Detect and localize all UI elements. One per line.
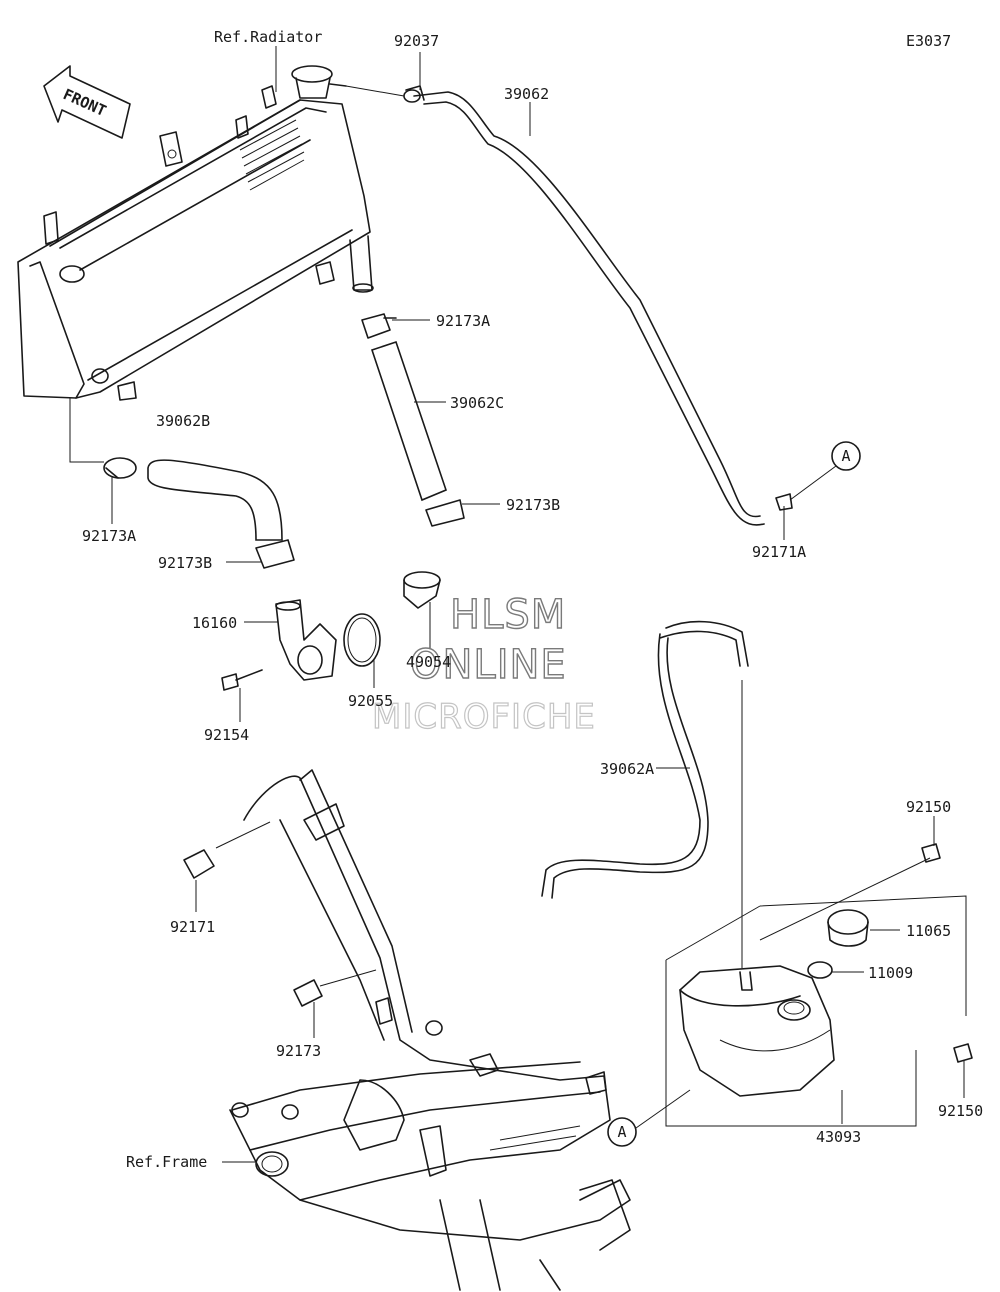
- part-label-92173A: 92173A: [436, 312, 490, 330]
- watermark-line-1: HLSM: [450, 592, 566, 638]
- part-label-92171A: 92171A: [752, 543, 806, 561]
- part-label-92173: 92173: [276, 1042, 321, 1060]
- part-label-39062A: 39062A: [600, 760, 654, 778]
- clamp-92173A-left: [103, 457, 137, 479]
- hose-39062A: [541, 620, 749, 899]
- clamp-92171: [183, 849, 215, 879]
- part-label-39062: 39062: [504, 85, 549, 103]
- watermark: HLSM ONLINE MICROFICHE: [371, 591, 596, 737]
- radiator: [17, 65, 374, 401]
- part-label-39062C: 39062C: [450, 394, 504, 412]
- leader-lines: [69, 46, 965, 1163]
- radiator-cap: [291, 65, 333, 83]
- thermostat-49054: [403, 571, 441, 609]
- front-arrow-icon: FRONT: [43, 65, 131, 139]
- watermark-line-3: MICROFICHE: [372, 697, 596, 737]
- part-label-92173B: 92173B: [506, 496, 560, 514]
- bolt-92154: [221, 669, 263, 691]
- part-label-92154: 92154: [204, 726, 249, 744]
- clamp-92037: [403, 85, 425, 103]
- bolt-92150-top: [921, 843, 941, 863]
- callout-a-bottom: A: [607, 1117, 637, 1147]
- part-label-49054: 49054: [406, 653, 451, 671]
- ref-radiator-label: Ref.Radiator: [214, 28, 322, 46]
- part-label-92173A: 92173A: [82, 527, 136, 545]
- diagram-code: E3037: [906, 32, 951, 50]
- hose-39062B: [147, 459, 283, 541]
- frame: [229, 769, 631, 1291]
- bolt-92150-bottom: [953, 1043, 973, 1063]
- hose-39062: [413, 91, 761, 518]
- gasket-11009: [807, 961, 833, 979]
- clamp-92173B-left: [255, 539, 295, 569]
- part-label-92150: 92150: [906, 798, 951, 816]
- o-ring-92055: [343, 613, 381, 667]
- reservoir-cap-11065: [827, 909, 869, 947]
- clamp-92173A-top: [361, 313, 397, 339]
- part-label-92055: 92055: [348, 692, 393, 710]
- hose-39062C: [370, 340, 447, 502]
- frame-steering-head: [255, 1151, 289, 1177]
- clamp-92171A: [775, 493, 793, 511]
- part-label-11065: 11065: [906, 922, 951, 940]
- clamp-92173: [293, 979, 323, 1007]
- thermostat-housing: [275, 599, 337, 681]
- part-label-43093: 43093: [816, 1128, 861, 1146]
- part-label-11009: 11009: [868, 964, 913, 982]
- part-label-39062B: 39062B: [156, 412, 210, 430]
- ref-frame-label: Ref.Frame: [126, 1153, 207, 1171]
- clamp-92173B-right: [425, 499, 465, 527]
- part-label-16160: 16160: [192, 614, 237, 632]
- callout-a-label: A: [617, 1123, 626, 1141]
- part-label-92171: 92171: [170, 918, 215, 936]
- callout-a-label: A: [841, 447, 850, 465]
- part-label-92037: 92037: [394, 32, 439, 50]
- part-label-92173B: 92173B: [158, 554, 212, 572]
- callout-a-top: A: [831, 441, 861, 471]
- part-label-92150: 92150: [938, 1102, 983, 1120]
- radiator-fins: [239, 119, 305, 191]
- watermark-line-2: ONLINE: [410, 642, 567, 688]
- reservoir-tank: [679, 965, 835, 1097]
